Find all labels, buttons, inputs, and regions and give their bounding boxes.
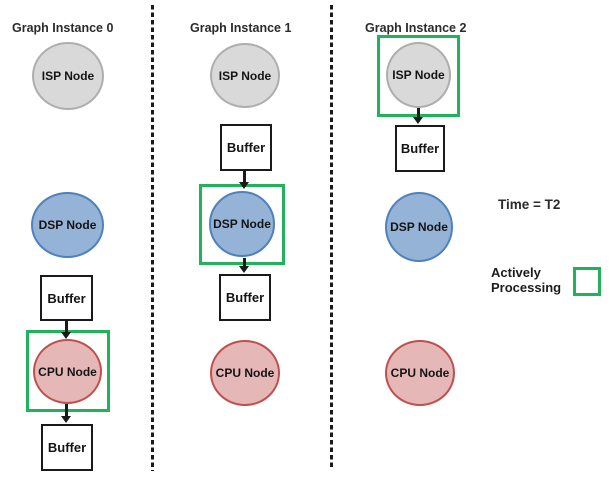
column-divider-2: [330, 5, 333, 467]
isp-node-instance-0: ISP Node: [32, 42, 104, 110]
dsp-node-instance-1: DSP Node: [209, 191, 275, 257]
graph-instance-0-title: Graph Instance 0: [12, 21, 114, 35]
actively-processing-label: Actively Processing: [491, 265, 562, 296]
arrow-dsp-to-buffer-instance-1: [243, 258, 246, 266]
buffer-dsp-cpu-instance-1: Buffer: [219, 274, 271, 321]
cpu-node-instance-0: CPU Node: [33, 339, 102, 404]
buffer-dsp-cpu-instance-0: Buffer: [40, 275, 93, 321]
dsp-node-instance-0: DSP Node: [31, 192, 104, 258]
graph-instance-1-title: Graph Instance 1: [190, 21, 292, 35]
time-label: Time = T2: [498, 197, 561, 212]
buffer-cpu-out-instance-0: Buffer: [41, 424, 93, 471]
isp-node-instance-1: ISP Node: [210, 43, 280, 108]
graph-instance-2-title: Graph Instance 2: [365, 21, 467, 35]
dsp-node-instance-2: DSP Node: [385, 192, 453, 262]
buffer-isp-dsp-instance-2: Buffer: [395, 125, 445, 172]
column-divider-1: [151, 5, 154, 471]
cpu-node-instance-1: CPU Node: [210, 340, 280, 406]
cpu-node-instance-2: CPU Node: [385, 340, 455, 406]
arrow-isp-to-buffer-instance-2: [417, 108, 420, 117]
isp-node-instance-2: ISP Node: [386, 42, 451, 108]
arrow-buffer-to-cpu-instance-0: [65, 321, 68, 332]
actively-processing-swatch: [573, 267, 601, 296]
arrow-cpu-to-buffer-instance-0: [65, 404, 68, 416]
buffer-isp-dsp-instance-1: Buffer: [220, 124, 272, 171]
arrow-buffer-to-dsp-instance-1: [243, 171, 246, 182]
